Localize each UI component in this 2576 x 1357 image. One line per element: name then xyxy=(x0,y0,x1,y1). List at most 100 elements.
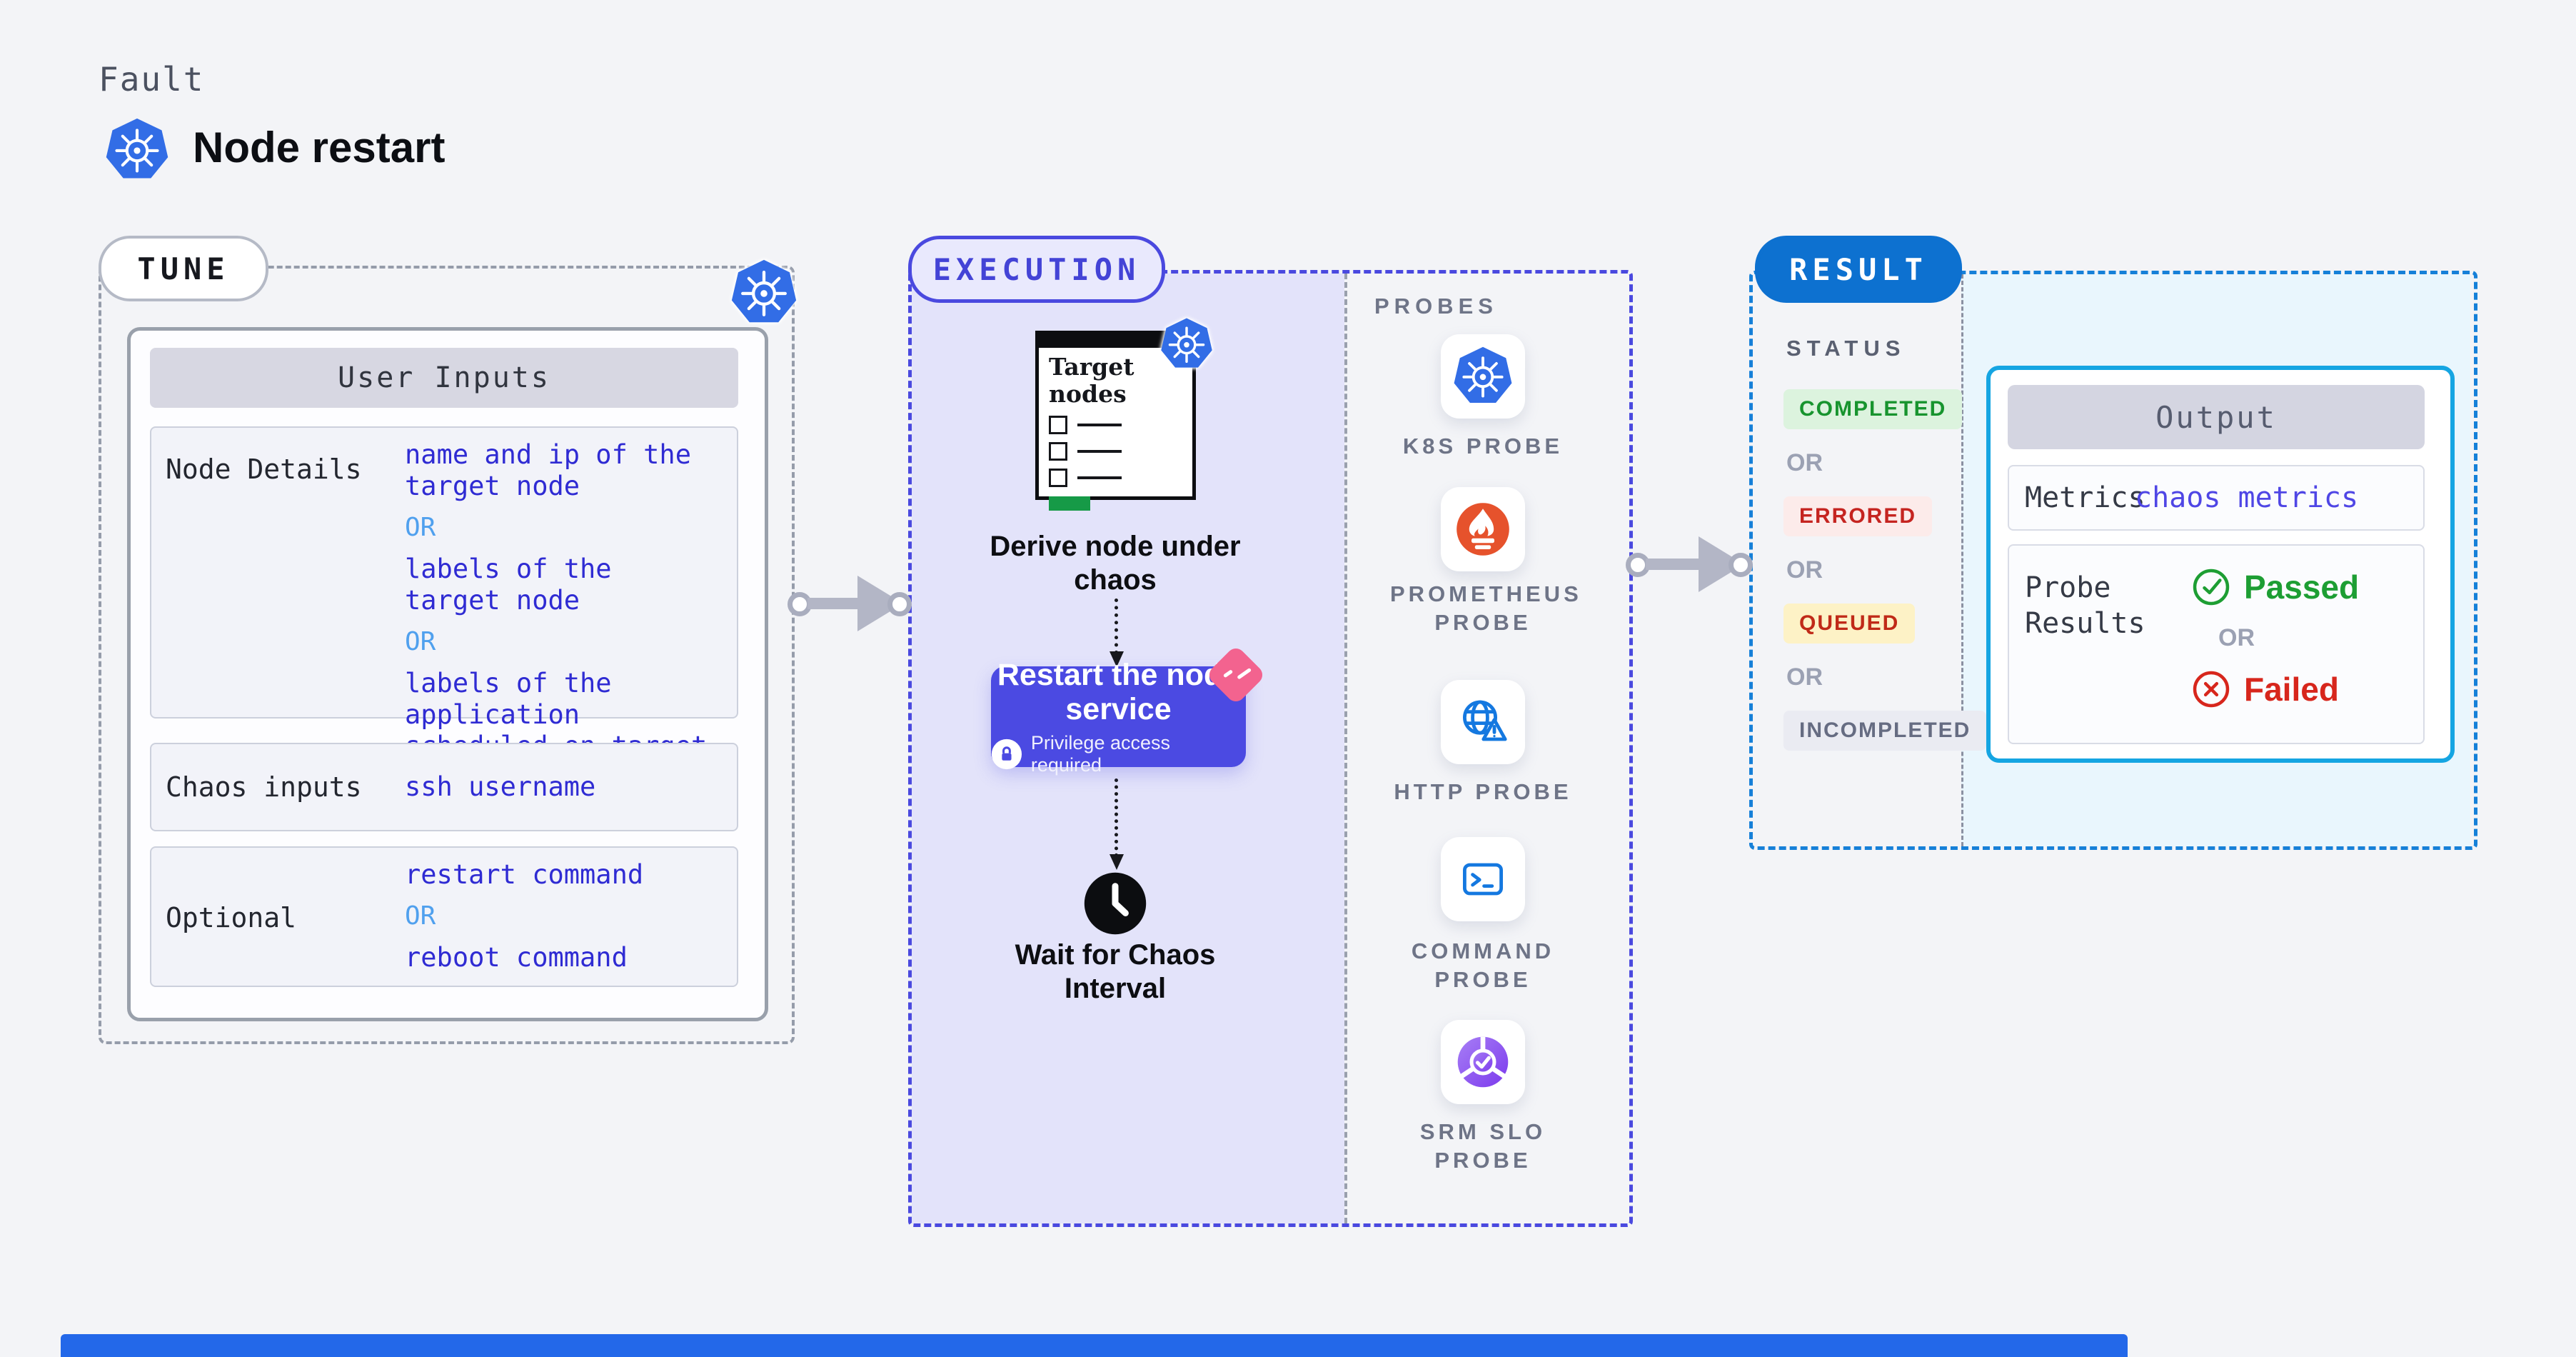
tune-badge: TUNE xyxy=(99,236,268,301)
or-text: OR xyxy=(405,513,436,542)
target-nodes-card: Target nodes xyxy=(1035,331,1196,511)
value-text: reboot command xyxy=(405,942,628,973)
row-label: Node Details xyxy=(166,454,362,485)
srm-slo-probe-card xyxy=(1441,1020,1525,1104)
probe-label: SRM SLO PROBE xyxy=(1419,1119,1546,1173)
status-title: STATUS xyxy=(1786,336,1906,361)
terminal-icon xyxy=(1454,851,1511,908)
line xyxy=(1077,450,1122,453)
arrow-shaft xyxy=(807,598,865,609)
x-circle-icon xyxy=(2191,669,2231,709)
kubernetes-icon xyxy=(730,259,798,327)
http-probe-card xyxy=(1441,680,1525,764)
optional-row: Optional restart command OR reboot comma… xyxy=(150,846,738,987)
privilege-note-text: Privilege access required xyxy=(1030,731,1170,776)
arrow-end-dot xyxy=(1729,553,1753,577)
checkbox-icon xyxy=(1049,442,1067,461)
passed-text: Passed xyxy=(2244,569,2360,606)
fault-eyebrow: Fault xyxy=(99,60,205,99)
metrics-value: chaos metrics xyxy=(2135,481,2359,514)
tune-section xyxy=(99,266,795,1044)
probe-label: PROMETHEUS PROBE xyxy=(1390,581,1582,635)
value-text: name and ip of the target node xyxy=(405,439,691,501)
status-badge-queued: QUEUED xyxy=(1783,604,1916,644)
or-text: OR xyxy=(405,627,436,656)
result-badge: RESULT xyxy=(1755,236,1962,303)
target-nodes-title: Target nodes xyxy=(1049,353,1134,408)
failed-item: Failed xyxy=(2191,669,2359,709)
value-text: ssh username xyxy=(405,771,596,802)
metrics-row: Metrics chaos metrics xyxy=(2008,465,2425,531)
status-list: COMPLETED OR ERRORED OR QUEUED OR INCOMP… xyxy=(1783,389,1987,751)
check-circle-icon xyxy=(2191,567,2231,607)
or-text: OR xyxy=(405,901,436,931)
status-badge-completed: COMPLETED xyxy=(1783,389,1963,429)
probes-title: PROBES xyxy=(1374,294,1498,319)
restart-node-service-step: Restart the node service Privilege acces… xyxy=(991,644,1267,776)
command-probe-card xyxy=(1441,837,1525,921)
passed-item: Passed xyxy=(2191,567,2359,607)
arrow-shaft xyxy=(1646,559,1706,570)
badge-mark xyxy=(1237,667,1252,680)
checkbox-icon xyxy=(1049,416,1067,434)
green-progress-bar xyxy=(1049,496,1090,511)
or-text: OR xyxy=(1786,449,1823,476)
arrow-end-dot xyxy=(887,592,912,616)
line xyxy=(1077,476,1122,479)
probe-label: K8S PROBE xyxy=(1402,434,1564,459)
row-label: Optional xyxy=(166,902,297,933)
derive-node-step: Derive node under chaos xyxy=(990,531,1241,596)
node-checkbox-row xyxy=(1049,469,1182,487)
kubernetes-icon xyxy=(104,117,170,183)
kubernetes-icon xyxy=(1159,317,1214,371)
status-divider xyxy=(1961,274,1963,846)
card-body: Target nodes xyxy=(1035,348,1196,511)
or-text: OR xyxy=(1786,556,1823,584)
down-arrow xyxy=(1110,778,1124,870)
srm-slo-icon xyxy=(1453,1032,1513,1092)
lock-icon xyxy=(991,738,1022,770)
clock-icon xyxy=(1083,871,1147,936)
failed-text: Failed xyxy=(2244,671,2339,708)
probe-label: HTTP PROBE xyxy=(1394,779,1572,804)
value-text: restart command xyxy=(405,859,644,890)
value-text: labels of the target node xyxy=(405,554,612,616)
row-values: name and ip of the target node OR labels… xyxy=(405,439,737,793)
wait-chaos-interval-step: Wait for Chaos Interval xyxy=(1015,939,1216,1004)
prometheus-icon xyxy=(1454,501,1511,558)
output-card: Output Metrics chaos metrics Probe Resul… xyxy=(1986,366,2455,763)
probe-results-row: Probe Results Passed OR Failed xyxy=(2008,544,2425,744)
bottom-blue-bar xyxy=(61,1334,2128,1357)
badge-mark xyxy=(1222,669,1234,678)
user-inputs-title: User Inputs xyxy=(150,348,738,408)
row-values: ssh username xyxy=(405,771,595,803)
checkbox-icon xyxy=(1049,469,1067,487)
step-title: Restart the node service xyxy=(997,657,1240,726)
row-label: Chaos inputs xyxy=(166,771,362,803)
chaos-inputs-row: Chaos inputs ssh username xyxy=(150,743,738,831)
probe-label: COMMAND PROBE xyxy=(1411,938,1555,992)
node-details-row: Node Details name and ip of the target n… xyxy=(150,426,738,793)
privilege-note: Privilege access required xyxy=(991,732,1246,776)
http-globe-icon xyxy=(1454,693,1511,751)
prometheus-probe-card xyxy=(1441,487,1525,571)
kubernetes-icon xyxy=(1452,346,1514,407)
execution-badge: EXECUTION xyxy=(908,236,1165,303)
row-values: restart command OR reboot command xyxy=(405,859,643,973)
user-inputs-card: User Inputs Node Details name and ip of … xyxy=(127,327,768,1021)
or-text: OR xyxy=(1786,664,1823,691)
probe-results-values: Passed OR Failed xyxy=(2191,567,2359,709)
status-badge-errored: ERRORED xyxy=(1783,496,1933,536)
down-arrow xyxy=(1110,599,1124,667)
status-badge-incompleted: INCOMPLETED xyxy=(1783,711,1987,751)
metrics-label: Metrics xyxy=(2025,481,2145,514)
node-checkbox-row xyxy=(1049,416,1182,434)
line xyxy=(1077,424,1122,426)
output-title: Output xyxy=(2008,385,2425,449)
node-checkbox-row xyxy=(1049,442,1182,461)
k8s-probe-card xyxy=(1441,334,1525,419)
probes-divider xyxy=(1344,274,1347,1223)
or-text: OR xyxy=(2218,624,2255,651)
page-title: Node restart xyxy=(193,124,446,171)
